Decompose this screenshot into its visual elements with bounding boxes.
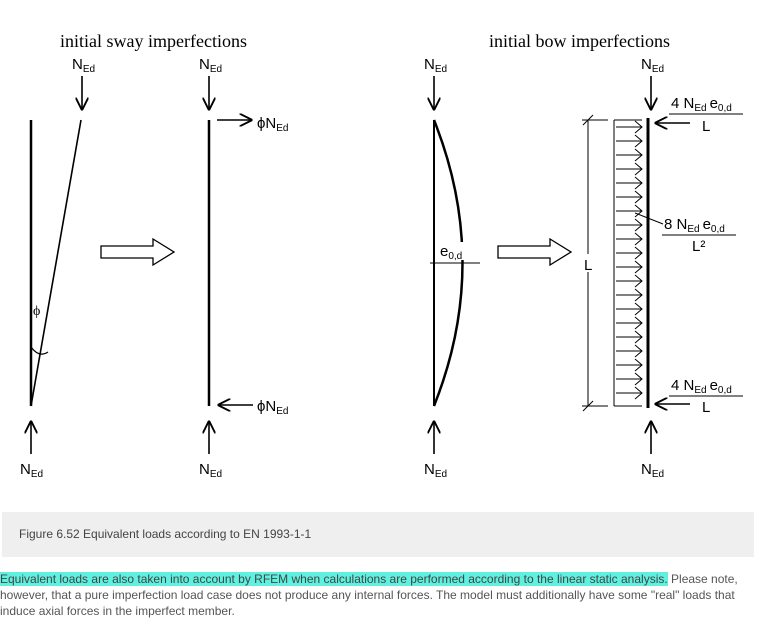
phi-n-bottom: ϕNEd — [257, 398, 288, 417]
body-paragraph: Equivalent loads are also taken into acc… — [0, 571, 756, 619]
paragraph-rest: Please note, however, that a pure imperf… — [0, 572, 738, 618]
title-bow: initial bow imperfections — [489, 31, 670, 51]
n-bottom-2: NEd — [199, 461, 222, 480]
n-bottom-1: NEd — [20, 461, 43, 480]
sway-imperfect-member: ϕ NEd NEd — [20, 56, 95, 480]
phi-n-top: ϕNEd — [257, 115, 288, 134]
transform-arrow-2 — [497, 237, 573, 267]
equivalent-loads-diagram: initial sway imperfections initial bow i… — [20, 31, 743, 480]
highlighted-sentence: Equivalent loads are also taken into acc… — [0, 572, 668, 586]
figure-diagram: initial sway imperfections initial bow i… — [2, 2, 754, 512]
title-sway: initial sway imperfections — [60, 31, 247, 51]
figure-caption: Figure 6.52 Equivalent loads according t… — [2, 512, 754, 557]
bow-imperfect-member: NEd e0,d NEd — [424, 56, 480, 480]
n-top-4: NEd — [641, 56, 664, 75]
n-bottom-3: NEd — [424, 461, 447, 480]
caption-text: Figure 6.52 Equivalent loads according t… — [19, 527, 312, 541]
n-top-1: NEd — [72, 56, 95, 75]
transform-arrow-1 — [100, 237, 176, 267]
top-reaction-denominator: L — [702, 118, 710, 135]
length-label: L — [584, 257, 592, 274]
figure-card: initial sway imperfections initial bow i… — [2, 2, 754, 557]
bow-equivalent-member: L — [582, 56, 743, 480]
bottom-reaction-denominator: L — [702, 399, 710, 416]
sway-equivalent-member: NEd ϕNEd ϕNEd NEd — [199, 56, 288, 480]
n-top-2: NEd — [199, 56, 222, 75]
n-top-3: NEd — [424, 56, 447, 75]
e0d-label: e0,d — [440, 243, 462, 262]
phi-label: ϕ — [33, 304, 40, 319]
distributed-load-arrows — [616, 120, 643, 400]
distributed-load-denominator: L² — [692, 238, 705, 255]
n-bottom-4: NEd — [641, 461, 664, 480]
